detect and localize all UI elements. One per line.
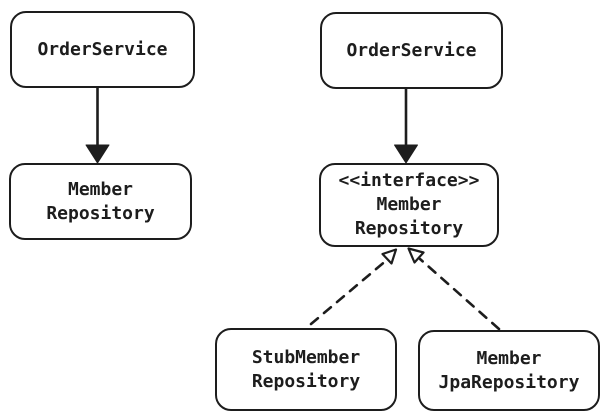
node-label: JpaRepository	[438, 371, 580, 393]
node-member-repository-left: Member Repository	[9, 163, 192, 240]
filled-arrowhead-left	[85, 144, 110, 164]
node-label: Repository	[46, 202, 155, 224]
node-label: OrderService	[346, 39, 477, 61]
open-arrowhead-left	[381, 248, 398, 265]
edge-memberjparepository-interface	[418, 257, 501, 331]
node-member-jpa-repository: Member JpaRepository	[418, 330, 600, 411]
node-stub-member-repository: StubMember Repository	[215, 328, 397, 411]
node-label: Member	[476, 347, 542, 369]
node-label: Member	[376, 194, 442, 215]
filled-arrowhead-right	[394, 144, 418, 164]
node-order-service-right: OrderService	[320, 12, 503, 89]
node-label: Repository	[354, 218, 464, 239]
node-label: OrderService	[37, 38, 168, 60]
node-order-service-left: OrderService	[10, 11, 195, 88]
open-arrowhead-right	[407, 247, 425, 264]
node-label: Member	[67, 178, 134, 200]
node-label: StubMember	[251, 346, 361, 368]
node-label: Repository	[251, 370, 361, 392]
node-stereotype-label: <<interface>>	[338, 170, 480, 191]
node-member-repository-interface: <<interface>> Member Repository	[319, 163, 499, 247]
edge-stubmemberrepository-interface	[309, 257, 390, 326]
